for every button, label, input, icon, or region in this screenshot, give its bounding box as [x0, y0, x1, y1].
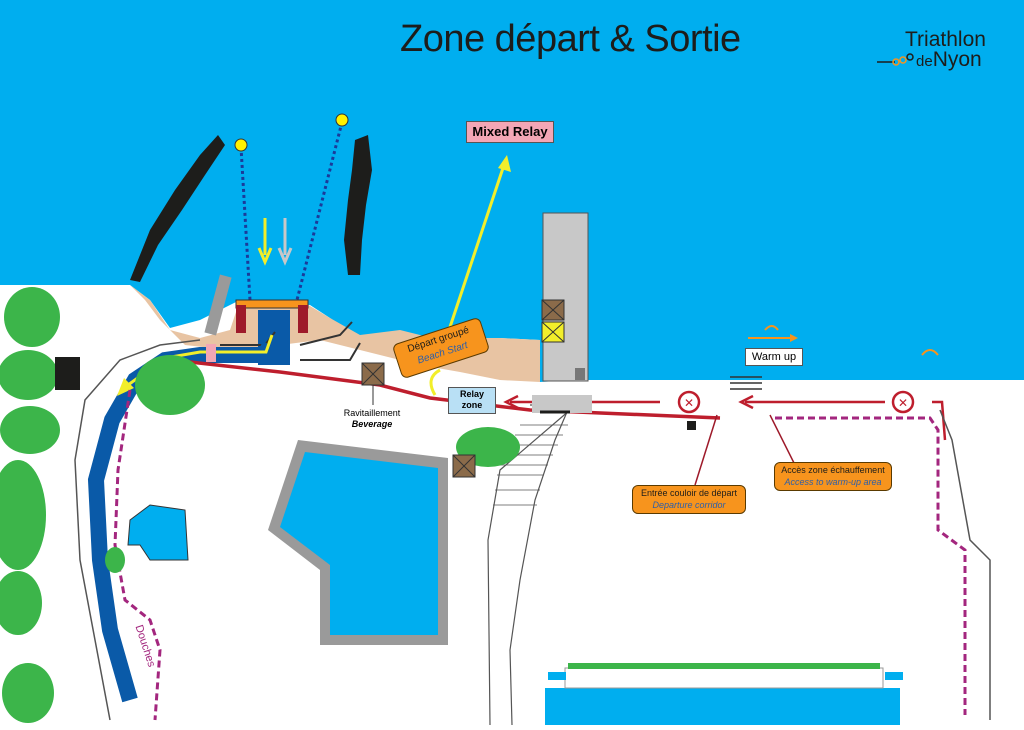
departure-en: Departure corridor: [652, 500, 726, 510]
logo-icon: [877, 53, 914, 66]
relay-arrow: [429, 368, 441, 396]
start-gate: [235, 299, 309, 309]
purple-path-left: [113, 389, 162, 721]
exit-lane: [87, 341, 278, 703]
relay-zone-line-1: Relay: [459, 389, 485, 399]
fence-2: [300, 342, 361, 361]
swimmer-icon: [748, 325, 798, 342]
lake: [0, 0, 1024, 382]
fence-1: [299, 321, 353, 346]
brand-line-1: Triathlon: [905, 28, 986, 51]
exit-lane-edge: [74, 339, 201, 721]
bottom-pool: [545, 688, 900, 725]
breakwater-left: [130, 135, 225, 282]
relay-zone-label: Relay zone: [448, 387, 496, 414]
svg-text:✕: ✕: [684, 396, 694, 410]
red-arrow-3: [932, 400, 947, 441]
buoy-right: [335, 113, 349, 127]
svg-text:✕: ✕: [898, 396, 908, 410]
red-arrow-2: [738, 394, 885, 410]
buoy-line-left: [239, 146, 252, 301]
warm-up-label: Warm up: [745, 348, 803, 366]
arrow-down-grey: [277, 218, 293, 266]
buoy-line-right: [295, 121, 344, 301]
purple-path-right: [775, 416, 967, 715]
small-pool: [127, 504, 189, 561]
beverage-en: Beverage: [351, 419, 393, 429]
beverage-crate: [361, 362, 385, 405]
no-entry-icon-2: [891, 390, 915, 414]
buoy-left: [234, 138, 248, 152]
warmup-access-en: Access to warm-up area: [784, 477, 882, 487]
warmup-access-label: Accès zone échauffement Access to warm-u…: [774, 462, 892, 491]
no-entry-icon: [677, 390, 701, 414]
swimmer-icon-2: [921, 349, 939, 356]
pier: [542, 212, 589, 382]
arrow-down-yellow: [257, 218, 273, 266]
beverage-label: Ravitaillement Beverage: [332, 408, 412, 430]
building: [55, 357, 80, 390]
page-title: Zone départ & Sortie: [400, 18, 741, 60]
departure-fr: Entrée couloir de départ: [640, 488, 738, 498]
mixed-relay-arrow: [446, 161, 507, 334]
sign-post: [687, 421, 696, 430]
mixed-relay-label: Mixed Relay: [466, 121, 554, 143]
warmup-access-fr: Accès zone échauffement: [781, 465, 885, 475]
departure-corridor-label: Entrée couloir de départ Departure corri…: [632, 485, 746, 514]
brand-line-2: deNyon: [916, 48, 982, 71]
beverage-fr: Ravitaillement: [343, 408, 401, 418]
breakwater-right: [344, 135, 372, 275]
crate-3: [452, 454, 476, 478]
relay-zone-line-2: zone: [461, 400, 483, 410]
trees: [0, 287, 520, 723]
